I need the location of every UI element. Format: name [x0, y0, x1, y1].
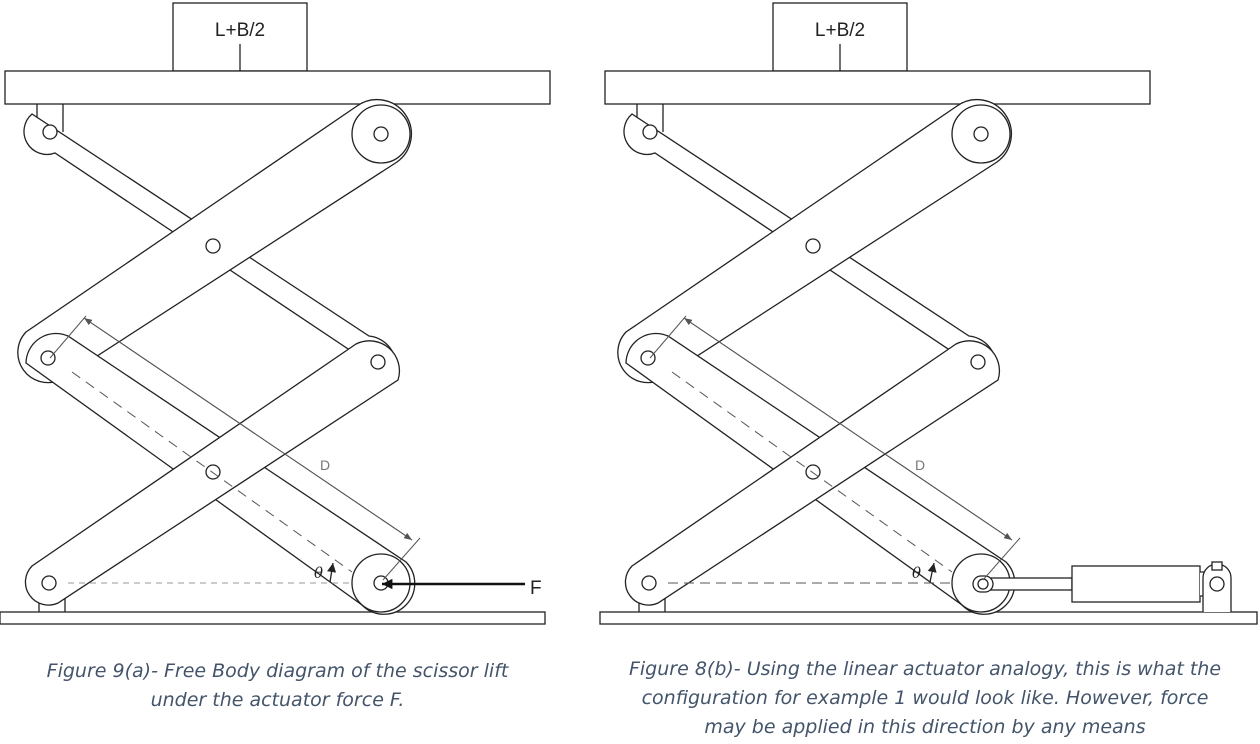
actuator-rod	[989, 577, 1073, 591]
caption-line: under the actuator force F.	[150, 689, 405, 711]
actuator-cylinder	[1071, 565, 1201, 603]
caption-line: configuration for example 1 would look l…	[641, 687, 1209, 709]
caption-line: Figure 8(b)- Using the linear actuator a…	[628, 658, 1222, 680]
pin-center-lower	[205, 464, 221, 480]
angle-label: θ	[912, 564, 921, 582]
dashed-diagonal	[71, 371, 353, 573]
base-plate	[599, 611, 1258, 625]
caption-line: may be applied in this direction by any …	[704, 716, 1146, 738]
actuator-mount-cap	[1211, 561, 1223, 571]
dimension-b	[649, 315, 1021, 581]
figure-b: L+B/2	[599, 2, 1258, 625]
pin-middle-left	[40, 350, 56, 366]
roller-top-right-pin	[373, 126, 389, 142]
figure-a: L+B/2	[0, 2, 551, 625]
dimension-a	[49, 315, 421, 581]
pin-top-left	[642, 124, 658, 140]
dimension-label: D	[915, 457, 925, 473]
pin-bottom-left	[41, 575, 57, 591]
force-label: F	[530, 578, 542, 599]
angle-label: θ	[314, 564, 323, 582]
top-platform	[604, 70, 1151, 105]
pin-top-left	[42, 124, 58, 140]
caption-figure-b: Figure 8(b)- Using the linear actuator a…	[600, 655, 1250, 742]
pin-middle-left	[640, 350, 656, 366]
load-label: L+B/2	[215, 20, 265, 41]
pin-center-lower	[805, 464, 821, 480]
caption-line: Figure 9(a)- Free Body diagram of the sc…	[46, 660, 509, 682]
top-platform	[4, 70, 551, 105]
actuator-mount-pin	[1209, 576, 1225, 592]
dimension-label: D	[320, 457, 330, 473]
caption-figure-a: Figure 9(a)- Free Body diagram of the sc…	[20, 657, 535, 715]
load-label: L+B/2	[815, 20, 865, 41]
pin-bottom-left	[641, 575, 657, 591]
base-plate	[0, 611, 546, 625]
dashed-diagonal	[671, 371, 953, 573]
angle-arrow	[927, 562, 937, 583]
roller-top-right-pin	[973, 126, 989, 142]
pin-center-upper	[205, 238, 221, 254]
angle-arrow	[327, 562, 337, 583]
pin-center-upper	[805, 238, 821, 254]
pin-middle-right	[370, 354, 386, 370]
roller-bottom-right-pin	[977, 578, 989, 590]
pin-middle-right	[970, 354, 986, 370]
